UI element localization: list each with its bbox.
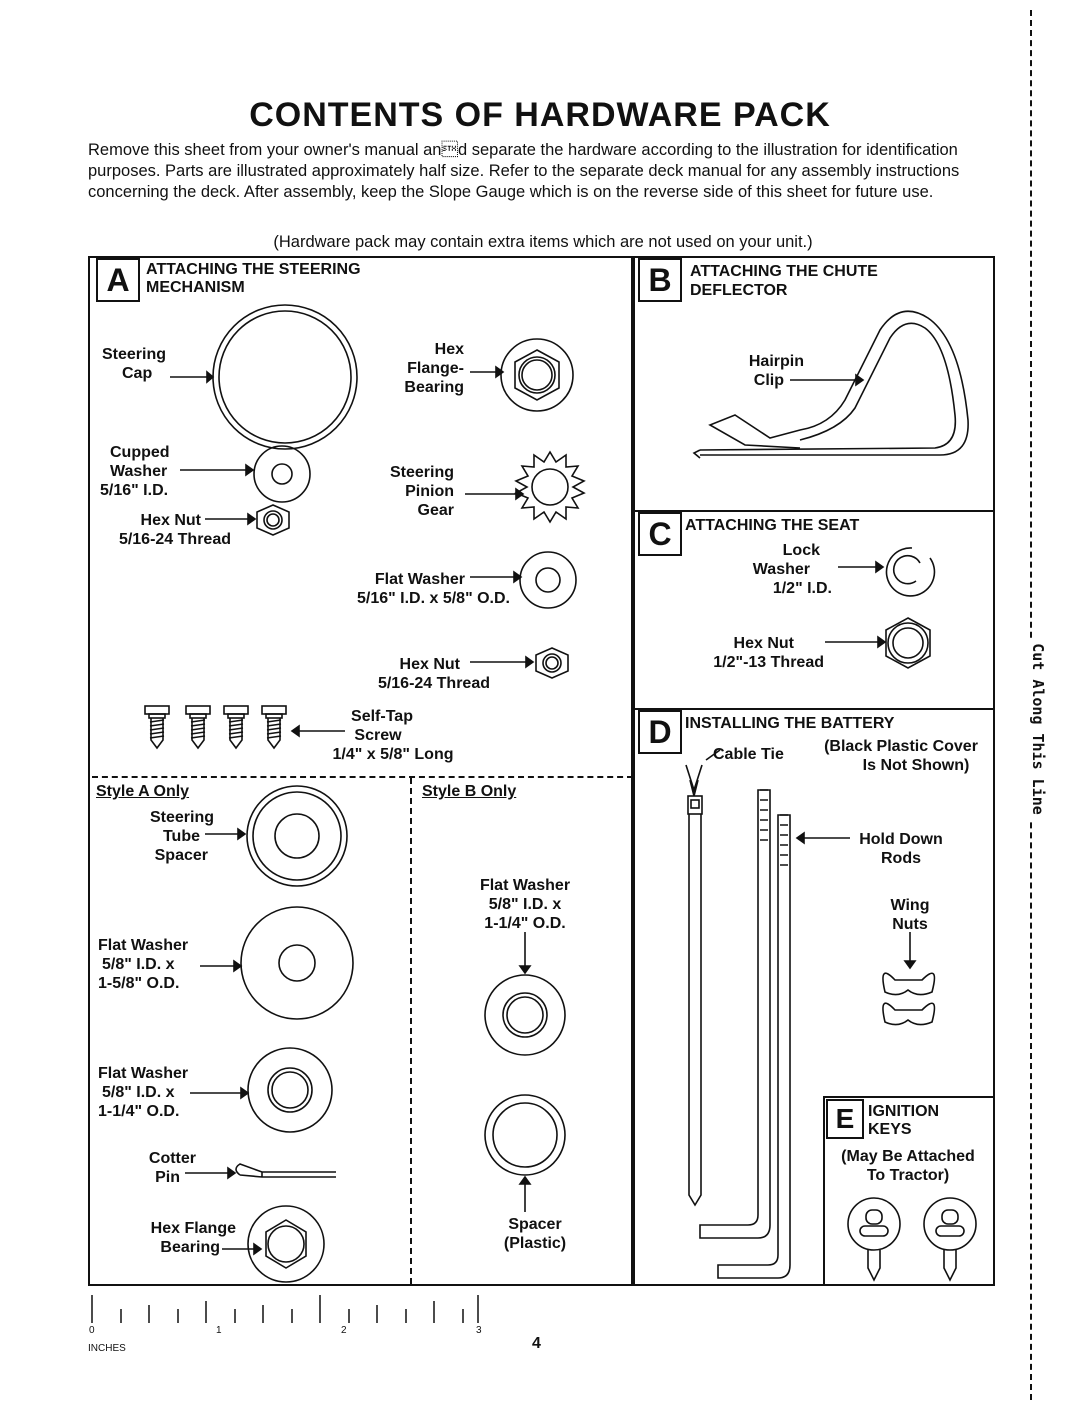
style-a-label: Style A Only [96, 783, 190, 800]
flat-washer-b-label: Flat Washer 5/8" I.D. x 1-1/4" O.D. [479, 877, 571, 932]
cupped-washer-icon [180, 445, 311, 503]
flat-washer-a-label: Flat Washer 5/16" I.D. x 5/8" O.D. [356, 571, 510, 607]
hex-nut-c-icon [825, 617, 931, 669]
divider-b-c [633, 510, 995, 512]
section-b-badge: B [638, 258, 682, 302]
pinion-gear-icon [465, 450, 586, 524]
dashed-divider [92, 776, 633, 778]
section-d-badge: D [638, 710, 682, 754]
hex-flange-b-label: Hex Flange Bearing [150, 1220, 236, 1256]
spacer-plastic-label: Spacer (Plastic) [503, 1216, 567, 1252]
style-b-label: Style B Only [422, 783, 517, 800]
wing-nuts-label: Wing Nuts [890, 897, 930, 933]
section-a-badge: A [96, 258, 140, 302]
ruler-label-2: 2 [341, 1325, 347, 1336]
section-c-heading: ATTACHING THE SEAT [685, 517, 860, 534]
section-e-heading-2: KEYS [868, 1121, 912, 1138]
frame-left [88, 256, 633, 1286]
section-e-heading-1: IGNITION [868, 1103, 940, 1120]
flat-washer-158-icon [200, 906, 354, 1020]
ruler-label-3: 3 [476, 1325, 482, 1336]
steering-cap-label: Steering Cap [102, 346, 167, 382]
hairpin-clip-icon [692, 310, 969, 459]
intro-paragraph: Remove this sheet from your owner's manu… [88, 141, 960, 201]
cable-tie-label: Cable Tie [713, 746, 784, 763]
tube-spacer-label: Steering Tube Spacer [149, 809, 214, 864]
cupped-washer-label: Cupped Washer 5/16" I.D. [100, 444, 170, 499]
flat-washer-114-icon [190, 1047, 333, 1133]
lock-washer-label: Lock Washer 1/2" I.D. [752, 542, 832, 597]
cotter-pin-icon [185, 1163, 336, 1180]
section-b-heading-2: DEFLECTOR [690, 282, 788, 299]
hex-nut-c-label: Hex Nut 1/2"-13 Thread [713, 635, 824, 671]
page-number: 4 [532, 1335, 541, 1352]
self-tap-screw-label: Self-Tap Screw 1/4" x 5/8" Long [332, 708, 454, 763]
flat-washer-114-label: Flat Washer 5/8" I.D. x 1-1/4" O.D. [98, 1065, 189, 1120]
ruler-unit: INCHES [88, 1343, 126, 1354]
section-a-heading-2: MECHANISM [146, 279, 245, 296]
steering-pinion-label: Steering Pinion Gear [389, 464, 454, 519]
section-b-heading-1: ATTACHING THE CHUTE [690, 263, 878, 280]
page-title: CONTENTS OF HARDWARE PACK [249, 96, 831, 134]
section-d-heading: INSTALLING THE BATTERY [685, 715, 895, 732]
divider-c-d [633, 708, 995, 710]
keys-note: (May Be Attached To Tractor) [841, 1148, 975, 1184]
frame-e [823, 1096, 995, 1286]
hex-nut-a1-label: Hex Nut 5/16-24 Thread [118, 512, 231, 548]
hex-nut-a2-icon [470, 647, 569, 679]
hex-flange-bearing-icon [470, 338, 574, 412]
hex-flange-bearing-b-icon [222, 1205, 325, 1283]
dashed-column-divider [410, 778, 412, 1284]
ignition-keys-icon [847, 1197, 977, 1282]
flat-washer-158-label: Flat Washer 5/8" I.D. x 1-5/8" O.D. [98, 937, 189, 992]
spacer-plastic-icon [484, 1094, 566, 1212]
section-a-heading-1: ATTACHING THE STEERING [146, 261, 361, 278]
hardware-note: (Hardware pack may contain extra items w… [273, 233, 813, 251]
flat-washer-a-icon [470, 551, 577, 609]
cable-tie-icon [685, 749, 721, 1207]
section-c-badge: C [638, 512, 682, 556]
hairpin-clip-label: Hairpin Clip [748, 353, 804, 389]
ruler-label-0: 0 [89, 1325, 95, 1336]
hex-nut-a1-icon [205, 504, 290, 536]
frame-right [633, 256, 995, 1286]
lock-washer-icon [838, 547, 936, 597]
section-e-badge: E [826, 1099, 864, 1139]
hex-nut-a2-label: Hex Nut 5/16-24 Thread [377, 656, 490, 692]
ruler-label-1: 1 [216, 1325, 222, 1336]
tube-spacer-icon [205, 785, 348, 887]
battery-note: (Black Plastic Cover Is Not Shown) [824, 738, 978, 774]
self-tap-screw-icon [144, 705, 345, 750]
hex-flange-bearing-label: Hex Flange- Bearing [404, 341, 464, 396]
steering-cap-icon [170, 304, 358, 450]
flat-washer-b-icon [484, 932, 566, 1056]
ruler-scale [91, 1295, 479, 1323]
hold-down-rods-label: Hold Down Rods [859, 831, 943, 867]
wing-nuts-icon [882, 932, 936, 1026]
cut-line-label: Cut Along This Line [1029, 639, 1047, 819]
cotter-pin-label: Cotter Pin [148, 1150, 196, 1186]
hold-down-rods-icon [699, 789, 850, 1279]
